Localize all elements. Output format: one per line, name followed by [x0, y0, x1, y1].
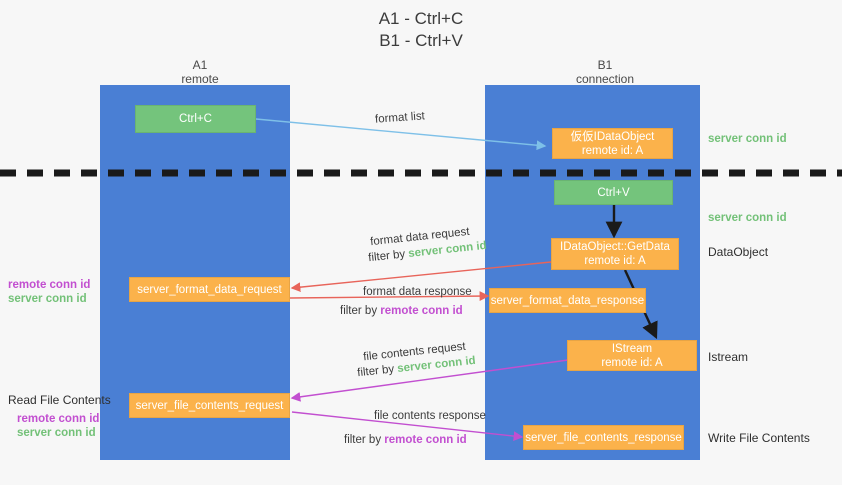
box-server-format-data-response[interactable]: server_format_data_response — [489, 288, 646, 313]
box-ctrl-c[interactable]: Ctrl+C — [135, 105, 256, 133]
box-server-file-contents-response[interactable]: server_file_contents_response — [523, 425, 684, 450]
box-istream-line1: IStream — [611, 342, 653, 355]
page-title: A1 - Ctrl+C B1 - Ctrl+V — [0, 8, 842, 52]
box-server-file-contents-request-label: server_file_contents_request — [135, 399, 284, 412]
label-dataobject: DataObject — [708, 245, 769, 259]
label-file-contents-response: file contents response — [374, 410, 486, 422]
label-server-conn-id-mid: server conn id — [708, 212, 787, 224]
label-read-file-contents: Read File Contents — [8, 393, 111, 407]
box-istream-line2: remote id: A — [601, 356, 663, 369]
file-contents-response-filter-value: remote conn id — [384, 434, 467, 446]
label-stack-format: remote conn id server conn id — [8, 278, 90, 306]
box-ctrl-c-label: Ctrl+C — [179, 113, 212, 125]
label-format-data-response: format data response — [363, 286, 472, 298]
label-file-contents-response-filter: filter by remote conn id — [344, 434, 467, 446]
label-istream: Istream — [708, 350, 749, 364]
lane-b1-sub: connection — [575, 72, 635, 86]
label-remote-conn-id-2: remote conn id — [17, 413, 100, 425]
label-stack-file: remote conn id server conn id — [17, 412, 99, 440]
title-line-1: A1 - Ctrl+C — [378, 9, 464, 28]
box-server-format-data-request[interactable]: server_format_data_request — [129, 277, 290, 302]
format-data-response-filter-prefix: filter by — [340, 305, 381, 317]
format-data-request-filter-prefix: filter by — [367, 248, 409, 265]
label-write-file-contents: Write File Contents — [708, 431, 810, 445]
title-line-2: B1 - Ctrl+V — [379, 31, 463, 50]
box-ctrl-v-label: Ctrl+V — [597, 186, 630, 199]
label-remote-conn-id-1: remote conn id — [8, 279, 91, 291]
box-getdata-line2: remote id: A — [584, 255, 646, 267]
box-istream[interactable]: IStream remote id: A — [567, 340, 697, 371]
label-server-conn-id-1: server conn id — [8, 293, 87, 305]
box-server-file-contents-request[interactable]: server_file_contents_request — [129, 393, 290, 418]
box-getdata-line1: IDataObject::GetData — [560, 241, 670, 253]
label-server-conn-id-2: server conn id — [17, 427, 96, 439]
box-idataobject-top-line1: 仮仮IDataObject — [570, 130, 655, 143]
label-format-data-response-filter: filter by remote conn id — [340, 305, 463, 317]
box-idataobject-top[interactable]: 仮仮IDataObject remote id: A — [552, 128, 673, 159]
label-server-conn-id-top: server conn id — [708, 133, 787, 145]
lane-header-b1: B1 connection — [540, 58, 670, 86]
box-server-file-contents-response-label: server_file_contents_response — [525, 431, 682, 444]
box-server-format-data-request-label: server_format_data_request — [137, 283, 282, 296]
format-data-response-filter-value: remote conn id — [380, 305, 463, 317]
box-getdata[interactable]: IDataObject::GetData remote id: A — [551, 238, 679, 270]
box-server-format-data-response-label: server_format_data_response — [490, 294, 645, 307]
box-idataobject-top-line2: remote id: A — [581, 144, 644, 157]
lane-b1-name: B1 — [597, 58, 613, 72]
box-ctrl-v[interactable]: Ctrl+V — [554, 180, 673, 205]
file-contents-request-filter-prefix: filter by — [356, 363, 398, 380]
file-contents-response-filter-prefix: filter by — [344, 434, 385, 446]
label-format-list: format list — [374, 110, 426, 126]
lane-header-a1: A1 remote — [140, 58, 260, 86]
lane-a1-name: A1 — [192, 58, 208, 72]
lane-a1-sub: remote — [181, 72, 219, 86]
